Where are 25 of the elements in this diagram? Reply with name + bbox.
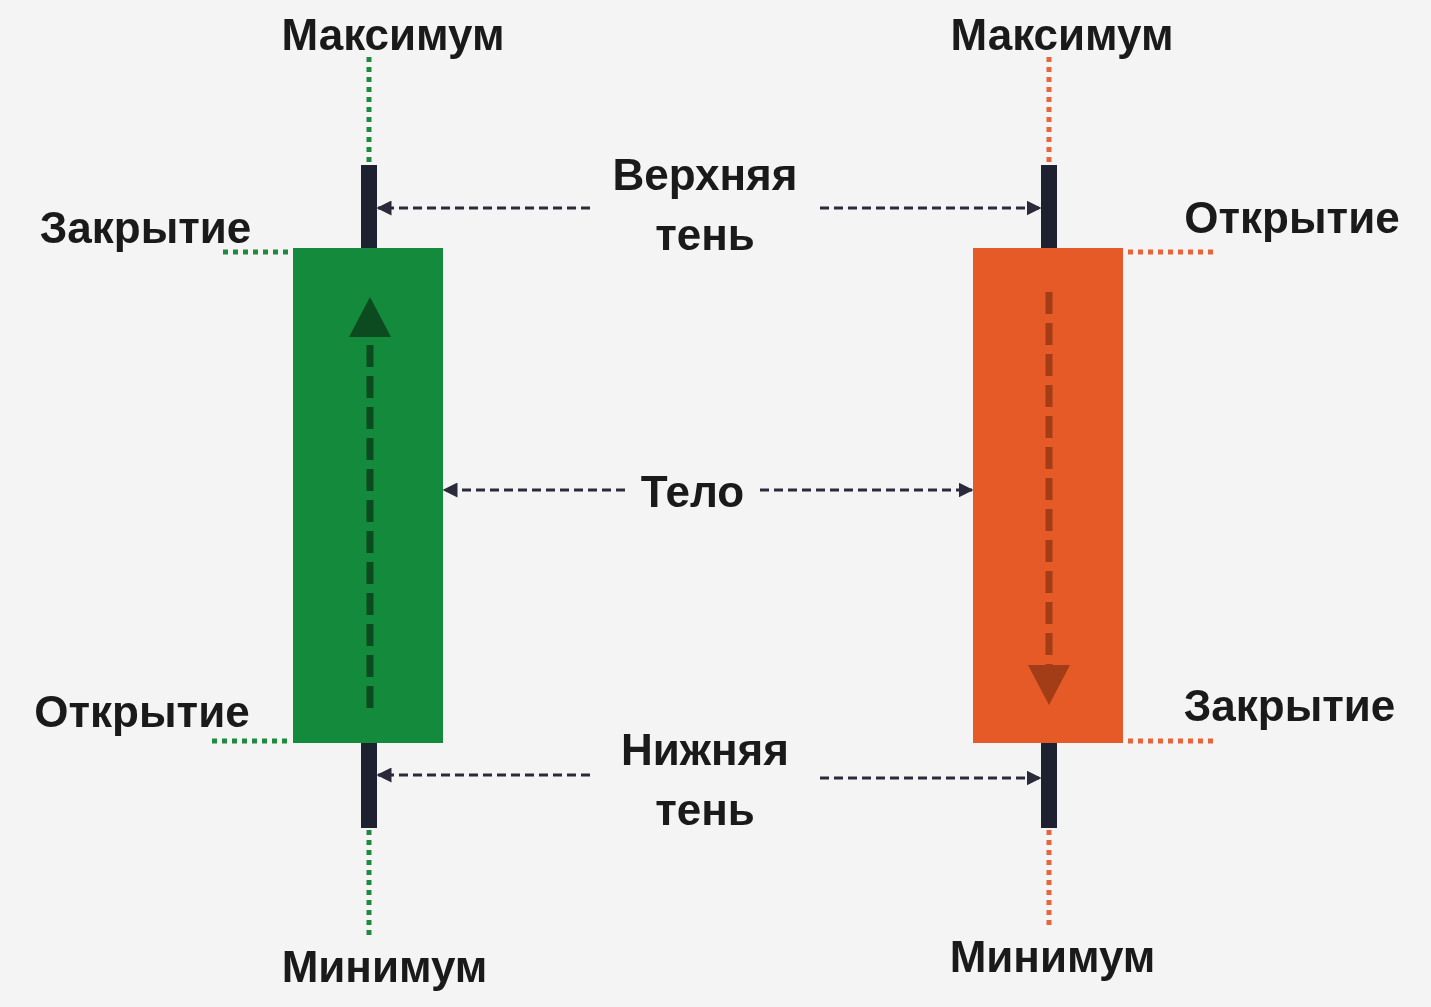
callout-label: Закрытие xyxy=(18,198,273,250)
callout-label: Тело xyxy=(625,462,760,517)
callout-label: Открытие xyxy=(12,682,272,734)
candle-body xyxy=(293,248,443,743)
leader-line xyxy=(1046,57,1052,164)
callout-label: Верхняя тень xyxy=(590,145,820,267)
wick-bar xyxy=(1041,165,1057,248)
arrow xyxy=(820,200,1042,216)
candle-body xyxy=(973,248,1123,743)
wick-bar xyxy=(361,743,377,828)
callout-label: Нижняя тень xyxy=(590,720,820,842)
arrow xyxy=(442,482,625,498)
leader-line xyxy=(366,829,372,935)
arrow xyxy=(376,200,590,216)
callout-label: Закрытие xyxy=(1162,676,1417,728)
leader-line xyxy=(366,57,372,164)
callout-label: Открытие xyxy=(1162,188,1422,240)
arrow xyxy=(760,482,974,498)
arrow xyxy=(376,767,590,783)
callout-label: Минимум xyxy=(262,937,507,992)
wick-bar xyxy=(1041,743,1057,828)
arrow xyxy=(820,770,1042,786)
wick-bar xyxy=(361,165,377,248)
leader-line xyxy=(1046,829,1052,925)
callout-label: Минимум xyxy=(930,927,1175,982)
